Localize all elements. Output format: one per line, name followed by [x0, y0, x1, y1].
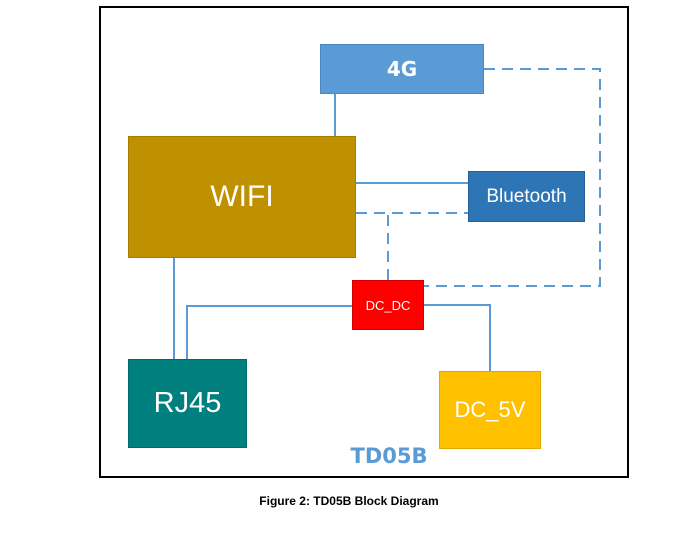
block-dc-5v: DC_5V [439, 371, 541, 449]
figure-caption: Figure 2: TD05B Block Diagram [259, 494, 439, 508]
wire-dcdc-rj45 [186, 305, 352, 359]
block-wifi: WIFI [128, 136, 356, 258]
block-wifi-label: WIFI [210, 180, 274, 213]
wire-dcdc-dc5v [424, 304, 491, 371]
block-rj45: RJ45 [128, 359, 247, 448]
block-bluetooth: Bluetooth [468, 171, 585, 222]
model-label: TD05B [350, 444, 428, 468]
block-4g-label: 4G [386, 57, 418, 81]
diagram-frame [99, 6, 629, 478]
block-rj45-label: RJ45 [153, 387, 222, 419]
block-bluetooth-label: Bluetooth [486, 185, 567, 207]
block-dc-dc-label: DC_DC [365, 297, 411, 313]
block-dc-dc: DC_DC [352, 280, 424, 330]
block-4g: 4G [320, 44, 484, 94]
block-dc-5v-label: DC_5V [454, 397, 526, 422]
dashed-wire-4g-dcdc [424, 68, 601, 287]
